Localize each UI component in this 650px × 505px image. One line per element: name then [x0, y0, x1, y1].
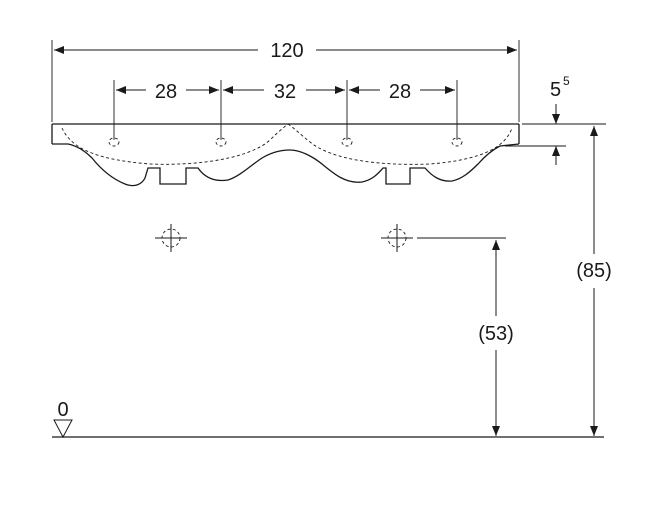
installation-height-dimension: (85) — [576, 126, 612, 436]
top-thickness-label: 5 — [550, 79, 561, 101]
level-triangle-icon — [53, 419, 73, 439]
drain-height-dimension: (53) — [478, 240, 514, 436]
installation-height-label: (85) — [576, 260, 612, 282]
floor-level: 0 — [52, 399, 604, 439]
tap-hole-2 — [215, 137, 227, 147]
drain-marker-left — [155, 224, 187, 252]
left-spacing-label: 28 — [155, 81, 177, 103]
drain-height-label: (53) — [478, 323, 514, 345]
top-thickness-superscript: 5 — [563, 74, 570, 88]
floor-level-label: 0 — [57, 399, 68, 421]
left-basin-inner-dashed — [61, 123, 289, 165]
tap-hole-4 — [451, 137, 463, 147]
drain-marker-right — [381, 224, 506, 252]
middle-spacing-label: 32 — [274, 81, 296, 103]
right-spacing-label: 28 — [389, 81, 411, 103]
sink-underside — [52, 143, 520, 187]
tap-hole-3 — [341, 137, 353, 147]
tap-hole-1 — [108, 137, 120, 147]
tap-spacing-dimensions: 28 32 28 — [113, 80, 458, 140]
double-sink-outline — [51, 123, 520, 187]
right-basin-inner-dashed — [287, 123, 513, 165]
overall-width-label: 120 — [270, 40, 303, 62]
top-thickness-dimension: 5 5 — [505, 74, 606, 165]
overall-width-dimension: 120 — [51, 40, 520, 122]
